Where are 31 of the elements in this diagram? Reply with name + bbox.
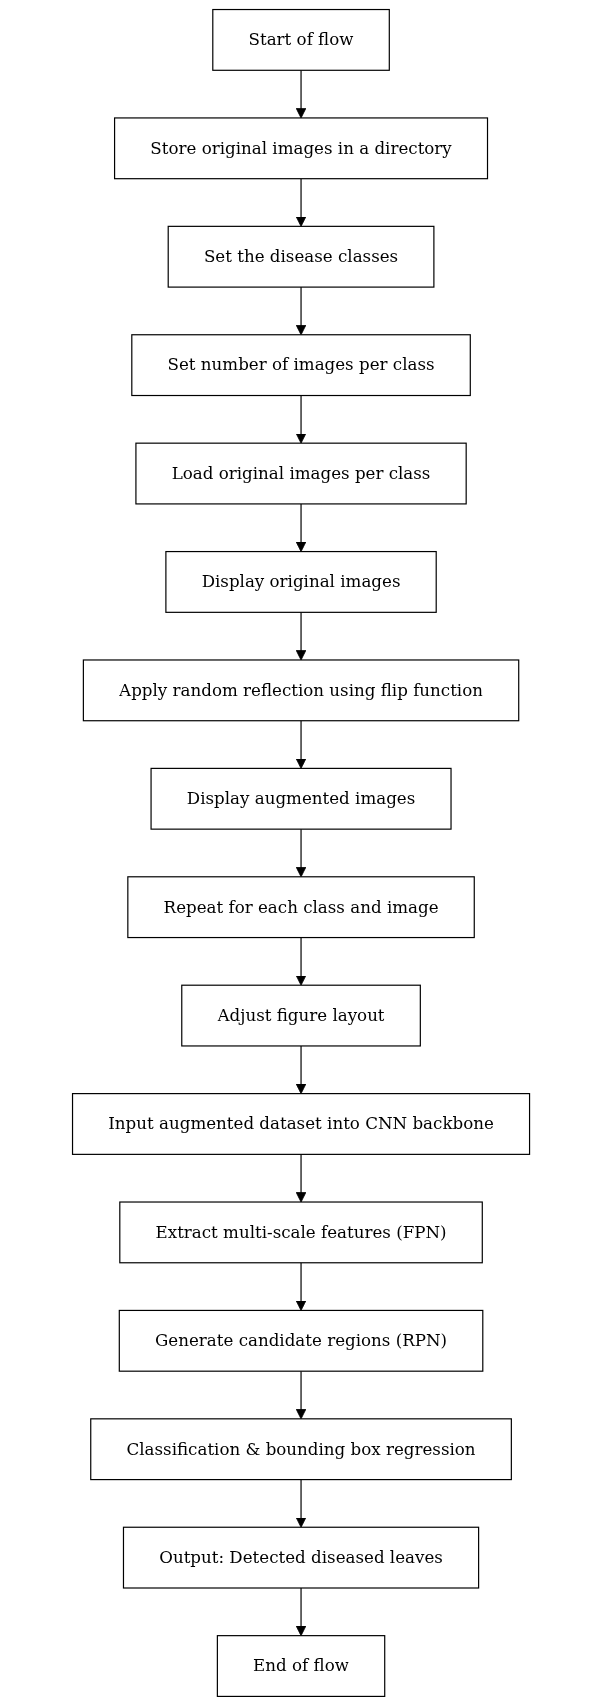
arrow — [296, 394, 307, 444]
node-box: Adjust figure layout — [181, 984, 422, 1047]
arrow — [296, 1153, 307, 1203]
arrow — [296, 1370, 307, 1420]
node-box: Display original images — [165, 550, 438, 613]
arrow — [296, 828, 307, 878]
node-box: Start of flow — [212, 8, 391, 71]
node-box: Input augmented dataset into CNN backbone — [72, 1093, 531, 1155]
node-box: Classification & bounding box regression — [90, 1418, 513, 1481]
node-box: Repeat for each class and image — [127, 876, 476, 939]
arrow — [296, 286, 307, 336]
node-box: Set the disease classes — [168, 225, 435, 288]
arrow — [296, 720, 307, 769]
node-box: Output: Detected diseased leaves — [123, 1526, 480, 1589]
arrow — [296, 178, 307, 227]
arrow — [296, 1045, 307, 1095]
node-box: End of flow — [217, 1635, 386, 1697]
node-box: Load original images per class — [135, 442, 468, 505]
node-box: Store original images in a directory — [114, 117, 489, 180]
arrow — [296, 69, 307, 119]
node-box: Set number of images per class — [131, 334, 472, 397]
arrow — [296, 936, 307, 986]
node-box: Generate candidate regions (RPN) — [119, 1309, 484, 1372]
arrow — [296, 503, 307, 553]
node-box: Apply random reflection using flip function — [83, 659, 520, 722]
arrow — [296, 1479, 307, 1528]
node-box: Display augmented images — [150, 767, 453, 830]
arrow — [296, 611, 307, 661]
arrow — [296, 1587, 307, 1637]
arrow — [296, 1262, 307, 1311]
node-box: Extract multi-scale features (FPN) — [119, 1201, 484, 1264]
